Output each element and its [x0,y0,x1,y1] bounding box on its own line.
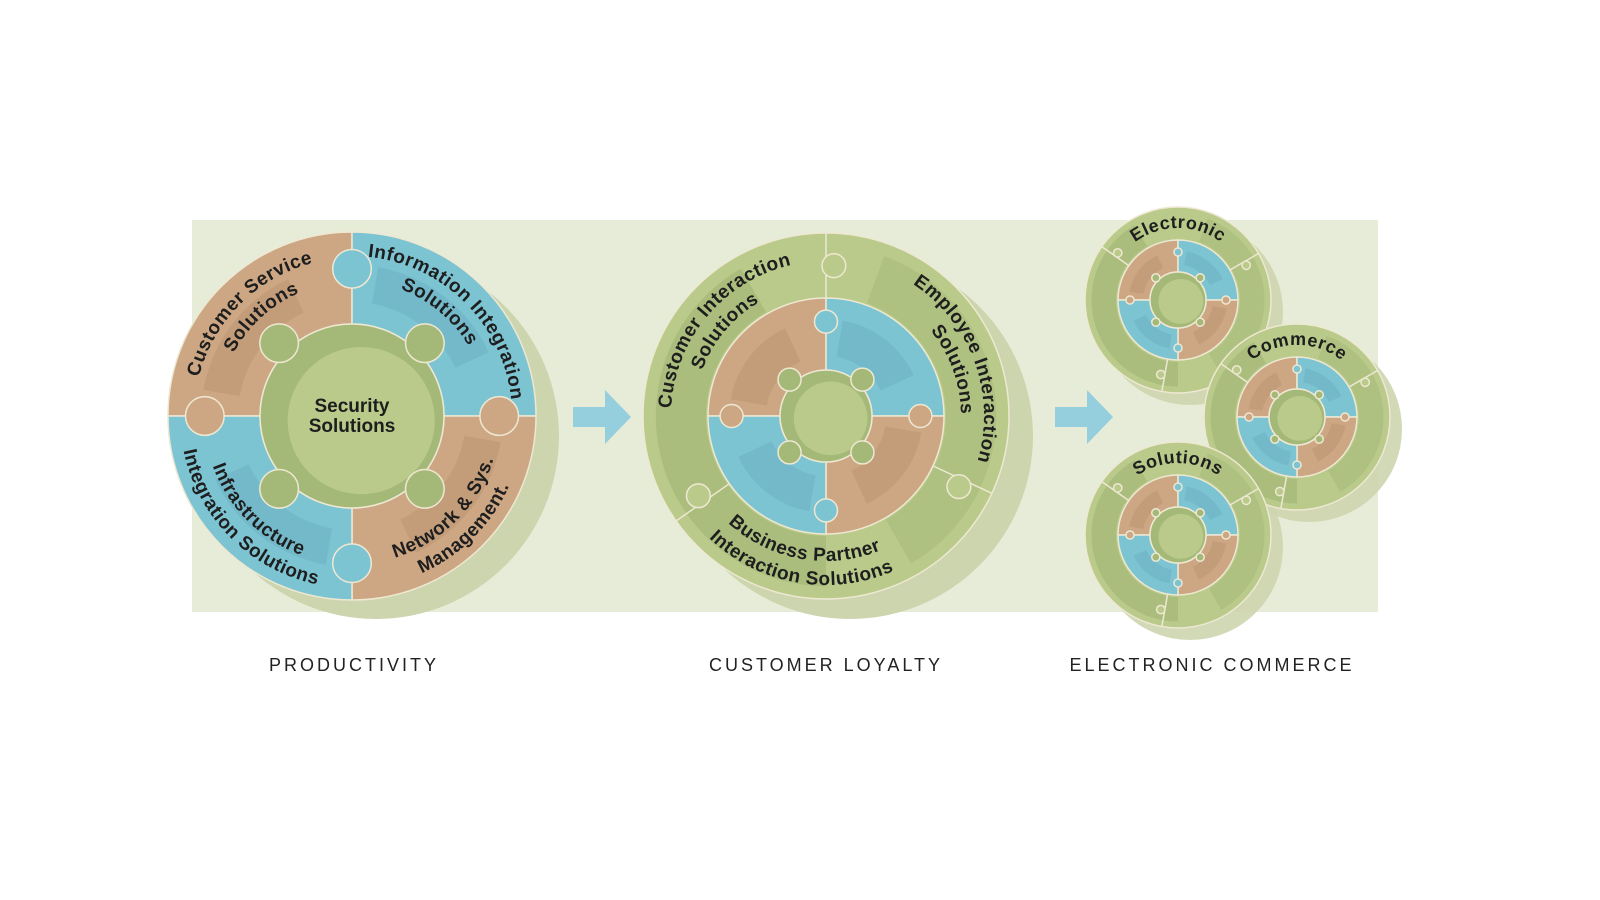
piece-shade [215,464,333,565]
center-piece-highlight [287,347,435,495]
puzzle-knob [184,395,225,437]
piece-shade [1192,541,1227,580]
puzzle-knob [1195,317,1205,327]
piece-shade [1184,251,1223,286]
puzzle-knob [1244,412,1254,422]
puzzle-knob [1195,273,1205,283]
puzzle-knob [821,253,847,279]
piece-shade [1129,490,1164,529]
puzzle-knob [850,367,875,392]
piece-shade [1133,549,1172,584]
puzzle-knob [1151,508,1161,518]
puzzle-knob [1270,390,1280,400]
label-security-solutions: Security [315,396,390,417]
piece-shade [836,320,914,391]
puzzle-knob [1173,578,1183,588]
puzzle-knob [1292,460,1302,470]
piece-shade [730,328,801,406]
puzzle-knob [404,323,445,364]
piece-shade [1303,368,1342,403]
puzzle-knob [850,440,875,465]
puzzle-knob [1241,260,1252,271]
puzzle-knob [259,468,300,509]
puzzle-knob [1173,482,1183,492]
puzzle-knob [1292,364,1302,374]
ring-shade [1318,335,1384,492]
piece-shade [1133,314,1172,349]
piece-shade [851,426,922,504]
piece-shade [738,441,816,512]
puzzle-knob [813,498,839,523]
puzzle-knob [946,474,972,500]
piece-shade [1184,486,1223,521]
puzzle-knob [908,403,933,429]
caption-electronic-commerce: ELECTRONIC COMMERCE [1069,655,1355,675]
puzzle-knob [1270,434,1280,444]
puzzle-knob [1231,364,1242,375]
puzzle-knob [1195,552,1205,562]
puzzle-knob [1173,247,1183,257]
ring-shade [1091,460,1178,622]
center-piece-highlight [1158,514,1204,559]
puzzle-knob [1195,508,1205,518]
piece-shade [1311,423,1346,462]
puzzle-knob [1112,482,1123,493]
puzzle-knob [1241,495,1252,506]
piece-shade [203,279,304,397]
puzzle-knob [331,248,373,289]
puzzle-knob [1221,295,1231,305]
caption-customer-loyalty: CUSTOMER LOYALTY [708,655,944,675]
center-piece-highlight [1277,396,1323,441]
small-puzzle-disc: Solutions [1084,441,1272,629]
ring-shade [1199,453,1265,610]
piece-shade [1248,372,1283,411]
piece-shade [371,267,489,368]
puzzle-knob [331,543,373,584]
piece-shade [1129,255,1164,294]
puzzle-knob [1173,343,1183,353]
piece-shade [400,435,501,553]
puzzle-knob [1125,530,1135,540]
puzzle-knob [685,483,712,509]
label-security-solutions-2: Solutions [309,416,396,437]
puzzle-knob [1274,486,1285,497]
center-piece-highlight [1158,279,1204,324]
puzzle-knob [1112,247,1123,258]
puzzle-knob [1155,604,1166,615]
ring-shade [1199,218,1265,375]
puzzle-knob [777,440,802,465]
puzzle-knob [1151,317,1161,327]
puzzle-knob [1360,377,1371,388]
puzzle-knob [479,395,520,437]
piece-shade [1192,306,1227,345]
puzzle-knob [719,403,744,429]
puzzle-knob [259,323,300,364]
center-piece-highlight [793,381,868,456]
puzzle-knob [1340,412,1350,422]
puzzle-knob [1155,369,1166,380]
puzzle-knob [1151,273,1161,283]
puzzle-knob [813,309,839,334]
puzzle-knob [1125,295,1135,305]
puzzle-knob [404,468,445,509]
puzzle-knob [1151,552,1161,562]
puzzle-knob [1314,390,1324,400]
puzzle-knob [777,367,802,392]
arrow-right-icon [573,390,631,444]
ring-shade [1091,225,1178,387]
arrow-right-icon [1055,390,1113,444]
puzzle-knob [1221,530,1231,540]
piece-shade [1252,431,1291,466]
small-puzzle-disc: Electronic [1084,206,1272,394]
caption-productivity: PRODUCTIVITY [268,655,440,675]
puzzle-knob [1314,434,1324,444]
